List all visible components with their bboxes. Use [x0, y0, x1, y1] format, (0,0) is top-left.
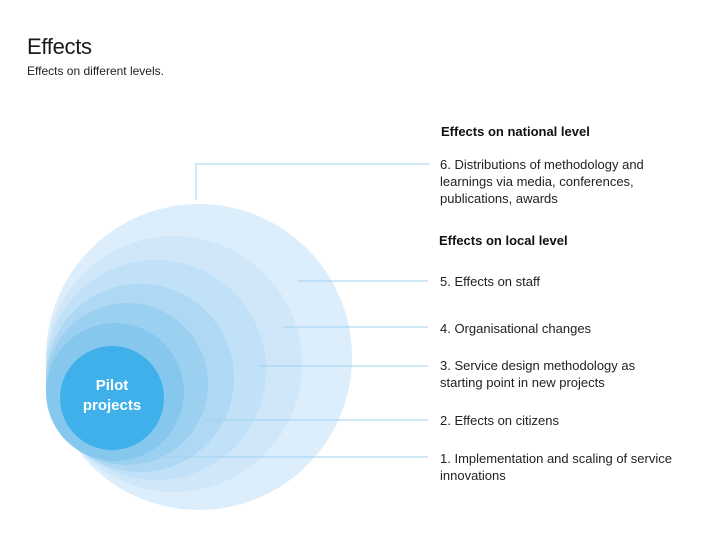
page-title: Effects	[27, 34, 92, 59]
local-level-heading: Effects on local level	[439, 233, 568, 248]
connector-6	[195, 163, 430, 200]
level-2-label: 2. Effects on citizens	[440, 413, 559, 428]
level-1-label: 1. Implementation and scaling of service…	[440, 451, 672, 483]
pilot-projects-label: Pilot projects	[62, 376, 162, 416]
pilot-label-line2: projects	[82, 397, 142, 414]
level-5-label: 5. Effects on staff	[440, 274, 540, 289]
national-level-heading: Effects on national level	[441, 124, 590, 139]
pilot-core	[60, 346, 164, 450]
pilot-label-line1: Pilot	[95, 377, 129, 394]
level-6-label: 6. Distributions of methodology and lear…	[440, 157, 644, 206]
level-3-label: 3. Service design methodology as startin…	[440, 358, 636, 390]
level-4-label: 4. Organisational changes	[440, 321, 592, 336]
page-subtitle: Effects on different levels.	[27, 64, 164, 78]
